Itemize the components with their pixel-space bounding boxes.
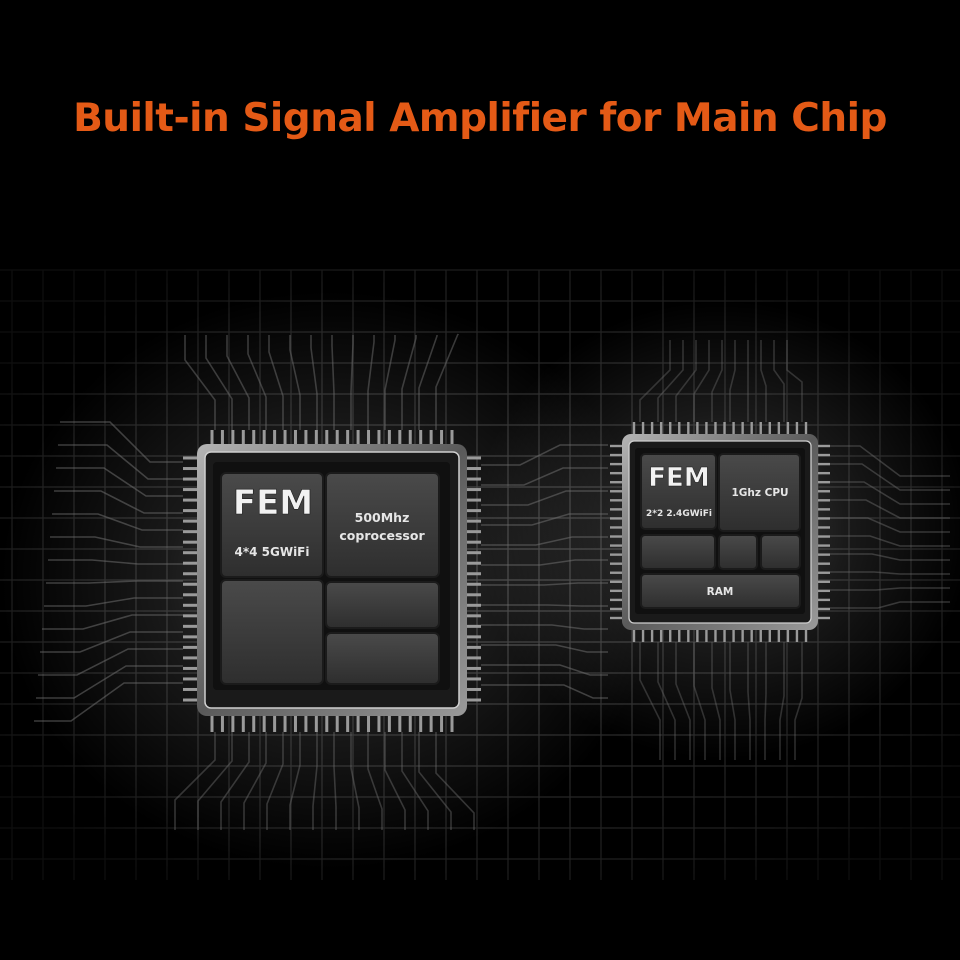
main-memory-block (220, 579, 324, 685)
secondary-aux-block-2 (718, 534, 758, 570)
main-aux-block-2 (325, 632, 440, 685)
secondary-cpu-label: 1Ghz CPU (731, 487, 788, 499)
secondary-ram-block (640, 573, 801, 609)
circuit-traces (34, 333, 950, 830)
secondary-cpu-block (718, 453, 801, 532)
main-aux-block-1 (325, 581, 440, 629)
page-headline: Built-in Signal Amplifier for Main Chip (73, 96, 887, 141)
chip-pins (183, 422, 830, 732)
main-chip: FEM 4*4 5GWiFi 500Mhz coprocessor (197, 444, 467, 716)
secondary-aux-block-3 (760, 534, 801, 570)
main-coprocessor-line1: 500Mhz (355, 510, 410, 525)
secondary-chip: FEM 2*2 2.4GWiFi 1Ghz CPU RAM (622, 434, 818, 630)
secondary-ram-label: RAM (707, 586, 734, 598)
main-fem-label: FEM (233, 483, 313, 523)
main-coprocessor-line2: coprocessor (339, 528, 425, 543)
secondary-aux-block-1 (640, 534, 716, 570)
main-wifi-label: 4*4 5GWiFi (234, 545, 309, 559)
main-coprocessor-block (325, 472, 440, 578)
secondary-fem-block (640, 453, 717, 530)
main-fem-block (220, 472, 324, 578)
secondary-fem-label: FEM (648, 463, 709, 493)
secondary-wifi-label: 2*2 2.4GWiFi (646, 509, 712, 519)
